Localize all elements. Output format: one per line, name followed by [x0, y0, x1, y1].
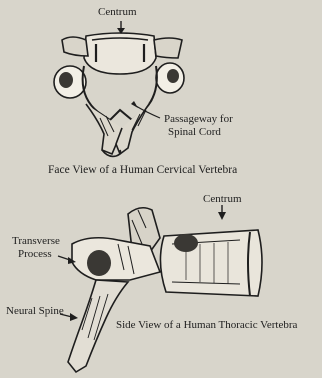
label-passageway-line2: Spinal Cord — [168, 126, 221, 138]
cervical-vertebra-drawing — [54, 21, 184, 156]
caption-cervical: Face View of a Human Cervical Vertebra — [48, 164, 237, 177]
label-centrum-bottom: Centrum — [203, 193, 242, 205]
label-passageway-line1: Passageway for — [164, 113, 233, 125]
label-centrum-top: Centrum — [98, 6, 137, 18]
label-neural-spine: Neural Spine — [6, 305, 64, 317]
thoracic-vertebra-drawing — [58, 205, 262, 372]
label-transverse-line1: Transverse — [12, 235, 60, 247]
label-transverse-line2: Process — [18, 248, 52, 260]
caption-thoracic: Side View of a Human Thoracic Vertebra — [116, 319, 297, 332]
